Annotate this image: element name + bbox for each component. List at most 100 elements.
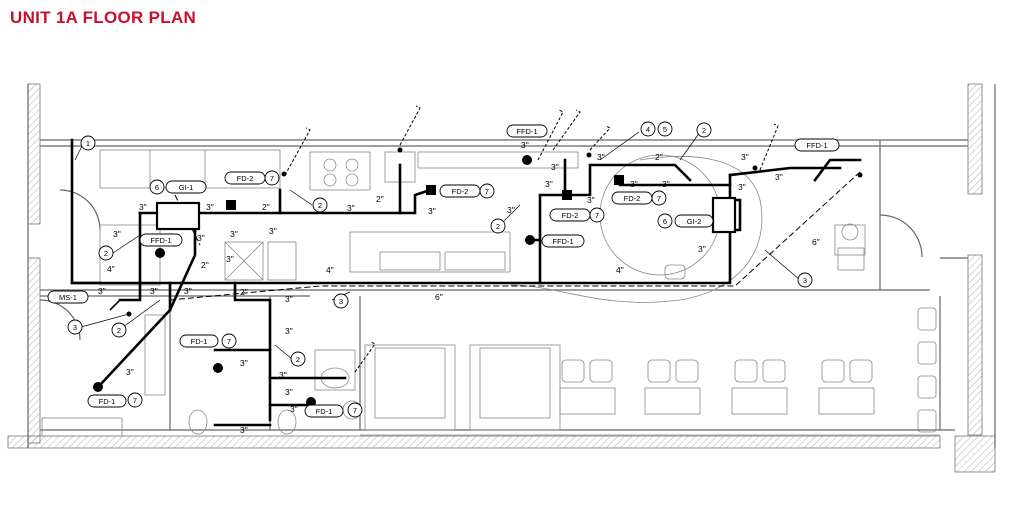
fixture-tag: FD-1 — [304, 404, 344, 418]
pipe-size-label: 3" — [139, 202, 147, 212]
pipe-size-label: 3" — [230, 229, 238, 239]
callout-bubble: 2 — [490, 218, 506, 234]
callout-bubble: 7 — [264, 170, 280, 186]
pipe-size-label: 3" — [741, 152, 749, 162]
door-swing-1 — [59, 189, 101, 231]
grease-interceptor-gi2 — [711, 196, 737, 234]
fixtures — [41, 149, 940, 437]
fixture-tag: FD-2 — [549, 208, 591, 222]
fixture-tag: FFD-1 — [139, 233, 183, 247]
svg-text:2: 2 — [296, 355, 300, 364]
callout-bubble: 6 — [149, 179, 165, 195]
counter-strip — [417, 151, 579, 169]
svg-text:2: 2 — [318, 201, 322, 210]
pipe-size-labels: 3" 3" 3" 2" 3" 3" 2" 3" 4" 3" 3" 2" 3" 3… — [98, 140, 820, 435]
pipe-size-label: 3" — [347, 203, 355, 213]
callout-bubble: 3 — [797, 272, 813, 288]
pipe-size-label: 3" — [206, 202, 214, 212]
pipe-size-label: 3" — [698, 244, 706, 254]
dashed-lines — [169, 171, 861, 301]
grate — [41, 417, 123, 437]
pipe-size-label: 2" — [240, 287, 248, 297]
svg-text:2: 2 — [702, 126, 706, 135]
pipe-size-label: 3" — [521, 140, 529, 150]
fixture-tag: FD-2 — [224, 171, 266, 185]
vent-lines — [284, 105, 779, 373]
page-title: UNIT 1A FLOOR PLAN — [10, 8, 197, 27]
fixture-tag: GI-1 — [165, 180, 207, 194]
east-wall-upper — [967, 83, 983, 195]
callout-bubble: 3 — [67, 319, 83, 335]
svg-text:GI-2: GI-2 — [687, 217, 702, 226]
pipe-size-label: 3" — [240, 425, 248, 435]
fixture-tags: GI-1 FD-2 FFD-1 FD-2 FFD-1 FD-2 FD-2 FFD… — [47, 124, 840, 418]
leaders — [74, 131, 801, 360]
fixture-tag: FD-1 — [87, 394, 127, 408]
callout-bubble: 2 — [98, 245, 114, 261]
pipe-size-label: 3" — [630, 179, 638, 189]
svg-text:MS-1: MS-1 — [59, 293, 77, 302]
callout-bubble: 1 — [80, 135, 96, 151]
svg-text:GI-1: GI-1 — [179, 183, 194, 192]
fixture-tag: FD-1 — [179, 334, 219, 348]
pipe-size-label: 3" — [551, 162, 559, 172]
svg-text:FFD-1: FFD-1 — [516, 127, 537, 136]
svg-text:FD-1: FD-1 — [316, 407, 333, 416]
pipe-size-label: 3" — [597, 152, 605, 162]
callout-bubble: 3 — [333, 293, 349, 309]
pipe-size-label: 4" — [326, 265, 334, 275]
svg-text:FD-2: FD-2 — [624, 194, 641, 203]
floor-drain-icon — [226, 200, 236, 210]
floor-drain-icon — [562, 190, 572, 200]
fixture-tag: FD-2 — [439, 184, 481, 198]
svg-text:2: 2 — [117, 326, 121, 335]
svg-text:7: 7 — [270, 174, 274, 183]
pipe-size-label: 3" — [197, 233, 205, 243]
sink-restroom — [314, 349, 356, 391]
pipe-size-label: 4" — [616, 265, 624, 275]
fixture-tag: MS-1 — [47, 290, 89, 304]
west-wall-lower — [27, 257, 41, 444]
svg-text:5: 5 — [663, 125, 667, 134]
pipe-size-label: 3" — [269, 226, 277, 236]
cleanout-icon — [857, 172, 863, 178]
callout-bubble: 4 — [640, 121, 656, 137]
fixture-tag: GI-2 — [674, 214, 714, 228]
svg-text:FFD-1: FFD-1 — [806, 141, 827, 150]
door-swing-3 — [879, 214, 923, 258]
south-wall-right — [954, 435, 996, 473]
pipe-size-label: 3" — [290, 404, 298, 414]
pipe-size-label: 3" — [428, 206, 436, 216]
prep-island — [349, 231, 511, 273]
pipe-size-label: 2" — [376, 194, 384, 204]
floor-drain-icon — [306, 397, 316, 407]
east-wall-lower — [967, 254, 983, 436]
svg-text:1: 1 — [86, 139, 90, 148]
fixture-tag: FFD-1 — [541, 234, 585, 248]
svg-text:3: 3 — [339, 297, 343, 306]
callout-bubble: 7 — [589, 207, 605, 223]
fixture-tag: FFD-1 — [506, 124, 548, 138]
pipe-size-label: 3" — [150, 286, 158, 296]
sink-right — [834, 224, 866, 256]
pipe-size-label: 3" — [545, 179, 553, 189]
pipe-size-label: 4" — [107, 264, 115, 274]
floor-drain-icon — [525, 235, 535, 245]
range — [309, 151, 371, 191]
svg-text:7: 7 — [353, 406, 357, 415]
svg-text:2: 2 — [496, 222, 500, 231]
pipe-size-label: 2" — [201, 260, 209, 270]
cleanout-icon — [586, 152, 592, 158]
svg-text:3: 3 — [803, 276, 807, 285]
callout-bubble: 7 — [127, 392, 143, 408]
sanitary-6in-dashed — [169, 171, 861, 301]
callout-bubble: 7 — [221, 333, 237, 349]
pipe-size-label: 3" — [184, 286, 192, 296]
svg-text:7: 7 — [133, 396, 137, 405]
callout-bubble: 2 — [312, 197, 328, 213]
toilet-2 — [277, 409, 297, 435]
callout-bubble: 7 — [651, 190, 667, 206]
svg-text:FD-2: FD-2 — [452, 187, 469, 196]
grease-interceptor-gi1 — [155, 201, 201, 231]
